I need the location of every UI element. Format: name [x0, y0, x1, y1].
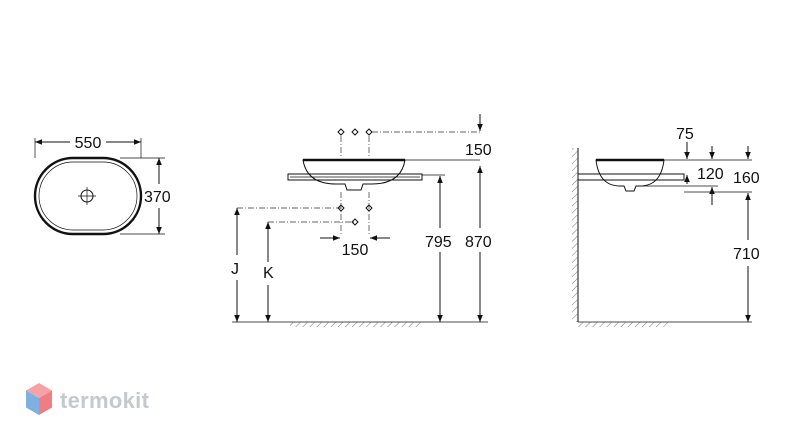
- countertop-side: [577, 173, 685, 181]
- floor-hatch: [578, 322, 668, 327]
- depth-dimension-label: 370: [144, 189, 171, 206]
- dimension-75-label: 75: [676, 126, 694, 143]
- tap-marker-icon: [337, 204, 373, 226]
- drain-icon: [78, 187, 96, 205]
- tap-height-label: 150: [465, 142, 492, 159]
- width-dimension-label: 550: [75, 135, 102, 152]
- termokit-logo-icon: [26, 383, 52, 415]
- basin-front: [302, 159, 406, 191]
- dimension-k-label: K: [263, 265, 274, 282]
- dimension-120-label: 120: [697, 166, 724, 183]
- height-795-label: 795: [425, 234, 452, 251]
- tap-marker-icon: [337, 128, 373, 136]
- termokit-watermark: termokit: [60, 388, 150, 413]
- wall-hatch: [572, 148, 578, 322]
- tap-spacing-label: 150: [342, 242, 369, 259]
- top-view: 550 370: [33, 135, 171, 236]
- dimension-j-label: J: [231, 261, 239, 278]
- height-710-label: 710: [733, 246, 760, 263]
- floor-hatch: [290, 322, 422, 327]
- side-view: 75 120 160 710: [572, 126, 760, 327]
- height-870-label: 870: [465, 234, 492, 251]
- front-view: 150 870 795 150 J K: [231, 114, 492, 327]
- dimension-160-label: 160: [733, 170, 760, 187]
- countertop-front: [287, 173, 423, 181]
- basin-outline-top: [33, 156, 143, 236]
- basin-inner-top: [38, 161, 138, 231]
- basin-side: [595, 159, 665, 192]
